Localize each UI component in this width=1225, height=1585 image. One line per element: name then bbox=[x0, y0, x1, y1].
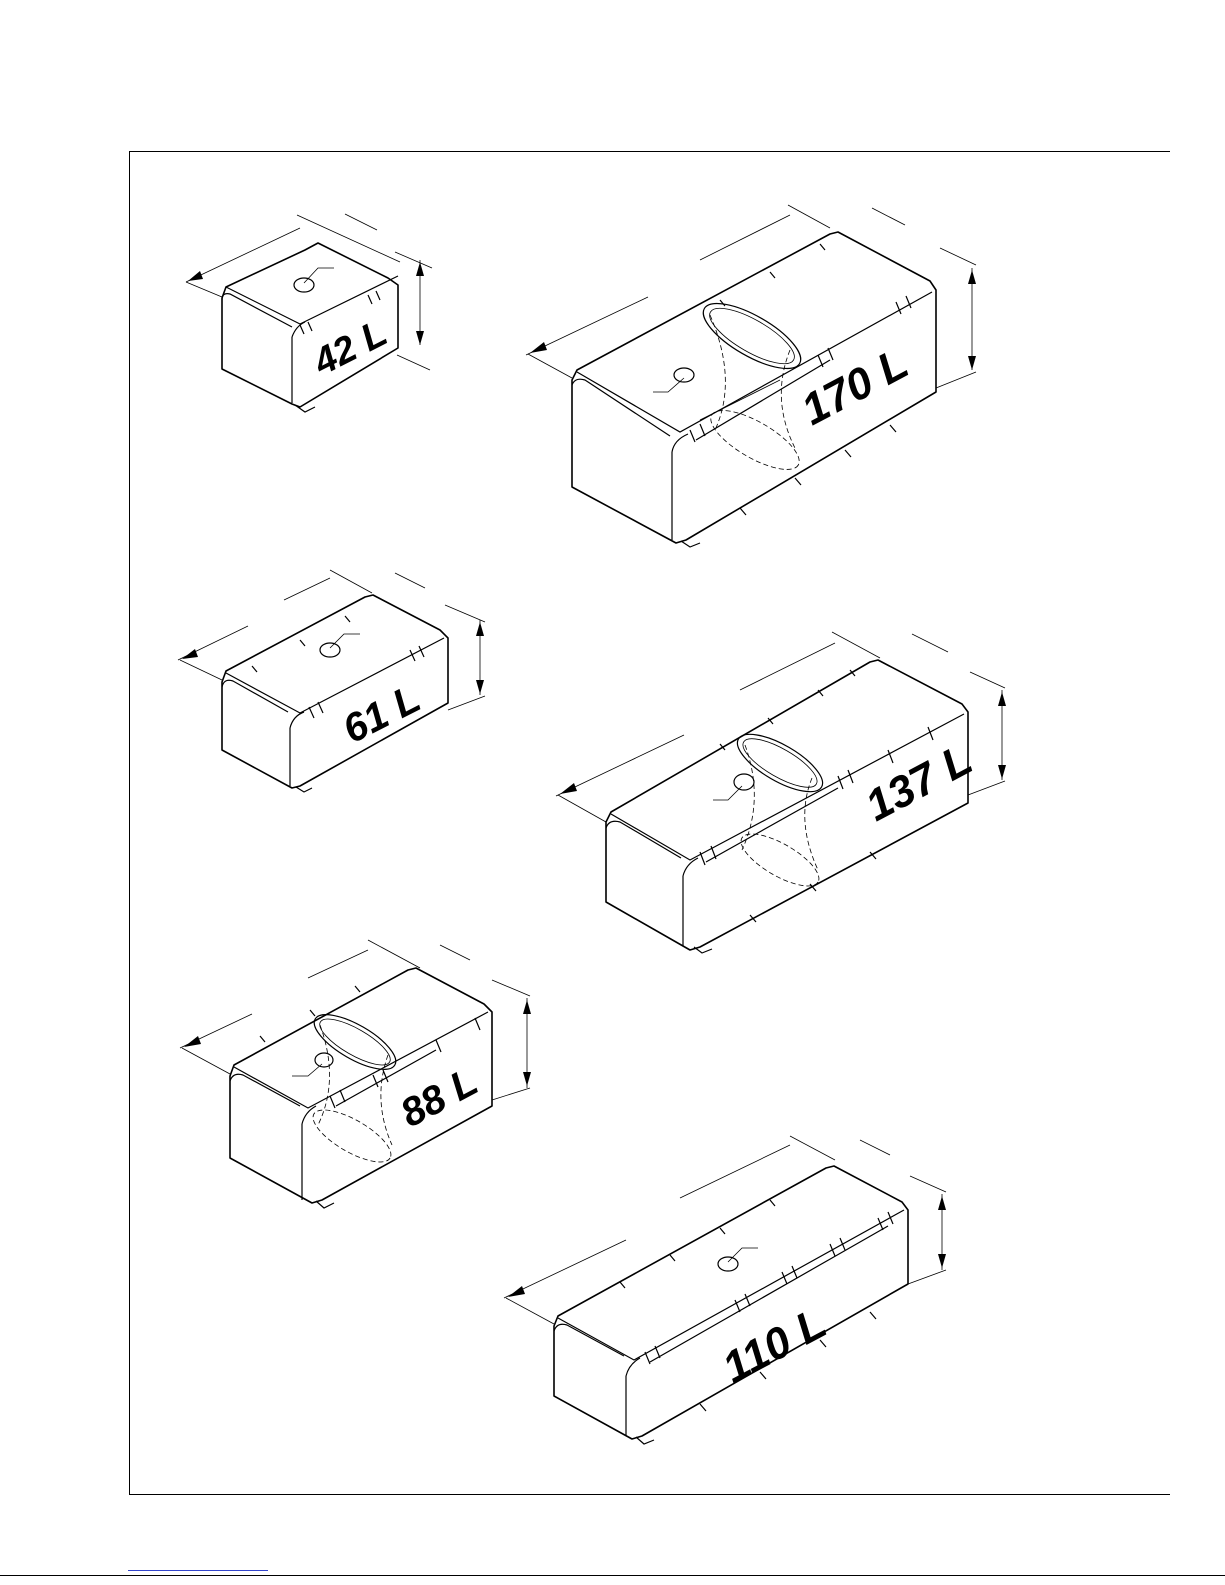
tank-110: 110 L bbox=[504, 1136, 946, 1444]
tank-137: 137 L bbox=[556, 632, 1006, 953]
tank-88: 88 L bbox=[180, 940, 531, 1208]
tank-61: 61 L bbox=[178, 570, 485, 792]
tank-170: 170 L bbox=[526, 205, 976, 547]
tank-42: 42 L bbox=[186, 214, 432, 412]
